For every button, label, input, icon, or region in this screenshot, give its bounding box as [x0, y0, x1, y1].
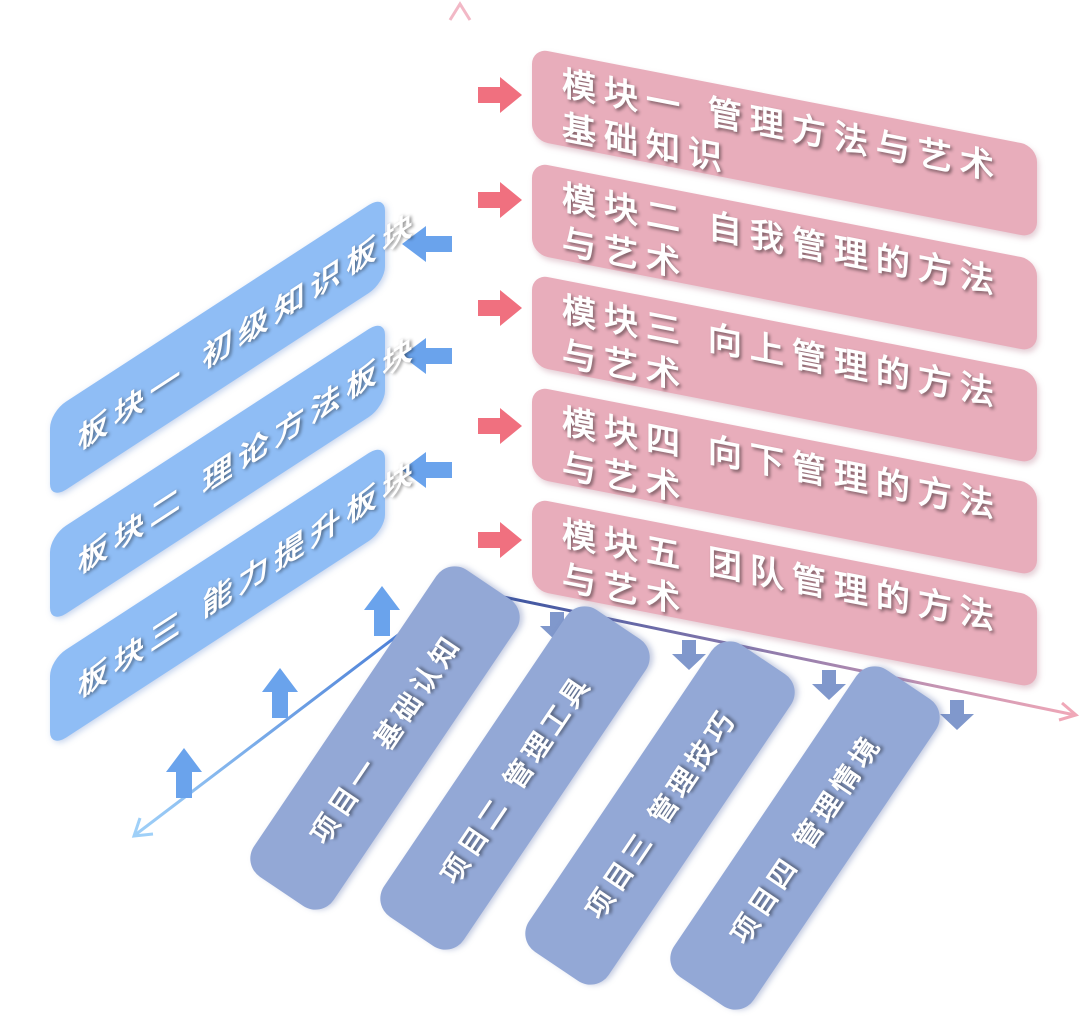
left-axis-arrowhead [131, 817, 154, 838]
up-arrow-icon [364, 586, 400, 636]
left-arrow-icon [402, 338, 452, 374]
up-arrow-icon [262, 668, 298, 718]
right-arrow-icon [478, 182, 522, 218]
up-arrow-icon [166, 748, 202, 798]
right-arrow-icon [478, 522, 522, 558]
down-arrow-icon [812, 670, 846, 700]
right-arrow-icon [478, 408, 522, 444]
vertical-axis-arrowhead [448, 1, 472, 21]
down-arrow-icon [540, 612, 574, 642]
right-axis [459, 586, 1076, 717]
right-arrow-icon [478, 77, 522, 113]
left-arrow-icon [402, 226, 452, 262]
down-arrow-icon [940, 700, 974, 730]
right-axis-arrowhead [1058, 701, 1080, 722]
left-arrow-icon [402, 452, 452, 488]
right-arrow-icon [478, 290, 522, 326]
down-arrow-icon [672, 640, 706, 670]
axes [131, 1, 1080, 838]
